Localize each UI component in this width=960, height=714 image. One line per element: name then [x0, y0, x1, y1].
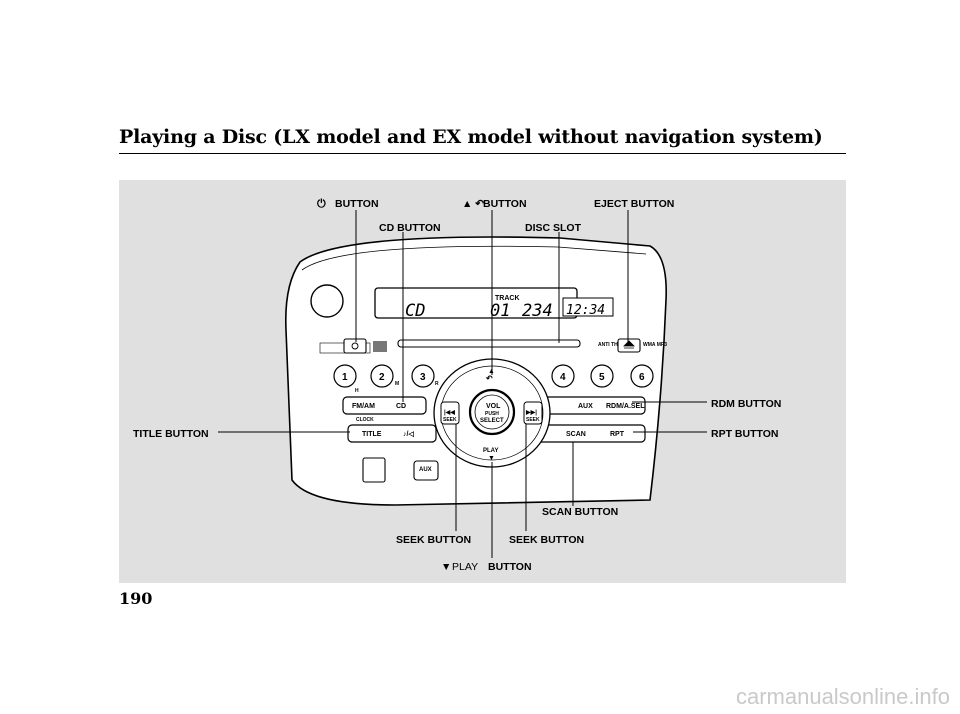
- aux-label: AUX: [578, 403, 593, 410]
- callout-rpt-button: RPT BUTTON: [711, 428, 778, 440]
- page-heading: Playing a Disc (LX model and EX model wi…: [119, 126, 823, 148]
- cd-label: CD: [396, 403, 406, 410]
- play-down-symbol: ▼: [441, 561, 451, 573]
- callout-cd-button: CD BUTTON: [379, 222, 441, 234]
- knob-push-label: PUSH: [485, 411, 499, 417]
- callout-return-button: BUTTON: [483, 198, 527, 210]
- return-up-icon: ▲: [488, 368, 495, 375]
- seek-left-icon: |◀◀: [444, 409, 455, 416]
- title-label: TITLE: [362, 431, 382, 438]
- power-button[interactable]: [343, 338, 367, 354]
- callout-eject-button: EJECT BUTTON: [594, 198, 674, 210]
- return-symbol: ▲ ↶: [462, 198, 485, 210]
- preset-mark-m: M: [395, 381, 399, 387]
- preset-3-label: 3: [420, 372, 426, 383]
- volume-knob-inner: [474, 394, 510, 430]
- preset-1-label: 1: [342, 372, 348, 383]
- preset-mark-r: R: [435, 381, 439, 387]
- scan-rpt-button-bar[interactable]: [535, 424, 646, 443]
- return-icon: ↶: [485, 374, 493, 383]
- preset-2-label: 2: [379, 372, 385, 383]
- cd-logo: [373, 341, 387, 352]
- knob-select-label: SELECT: [480, 418, 504, 424]
- callout-power-button: BUTTON: [335, 198, 379, 210]
- preset-5-label: 5: [599, 372, 605, 383]
- coin-slot: [362, 457, 386, 483]
- preset-3-button[interactable]: [411, 364, 435, 388]
- callout-disc-slot: DISC SLOT: [525, 222, 582, 234]
- preset-1-button[interactable]: [333, 364, 357, 388]
- anti-theft-label: ANTI THEFT: [598, 342, 627, 348]
- preset-mark-h: H: [355, 388, 359, 394]
- lcd-source: CD: [405, 301, 425, 321]
- preset-4-button[interactable]: [551, 364, 575, 388]
- play-down-icon: ▼: [488, 455, 495, 462]
- callout-play-button: BUTTON: [488, 561, 532, 573]
- callout-scan-button: SCAN BUTTON: [542, 506, 618, 518]
- top-left-knob[interactable]: [310, 284, 344, 318]
- callout-title-button: TITLE BUTTON: [133, 428, 209, 440]
- play-label: PLAY: [483, 448, 498, 454]
- aux-jack[interactable]: [413, 460, 439, 481]
- lcd-clock: 12:34: [566, 303, 605, 318]
- scan-label: SCAN: [566, 431, 586, 438]
- volume-knob[interactable]: [468, 388, 516, 436]
- title-button-bar[interactable]: [347, 424, 437, 443]
- seek-right-button[interactable]: [523, 401, 543, 425]
- rdm-a-sel-label: RDM/A.SEL: [606, 403, 645, 410]
- heading-rule: [119, 153, 846, 154]
- lcd-track: 01: [490, 301, 510, 321]
- preset-5-button[interactable]: [590, 364, 614, 388]
- seek-left-label: SEEK: [443, 417, 457, 423]
- fm-am-cd-button-bar[interactable]: [342, 396, 427, 415]
- wma-mp3-label: WMA MP3: [643, 342, 667, 348]
- callout-play-prefix: PLAY: [452, 561, 478, 573]
- seek-right-label: SEEK: [526, 417, 540, 423]
- preset-6-button[interactable]: [630, 364, 654, 388]
- lcd-track-label: TRACK: [495, 295, 520, 302]
- lcd-time: 234: [522, 301, 553, 321]
- seek-right-icon: ▶▶|: [525, 409, 537, 416]
- callout-seek-button-right: SEEK BUTTON: [509, 534, 584, 546]
- watermark: carmanualsonline.info: [735, 684, 950, 709]
- disc-slot: [397, 339, 581, 348]
- seek-left-button[interactable]: [440, 401, 460, 425]
- preset-6-label: 6: [639, 372, 645, 383]
- callout-rdm-button: RDM BUTTON: [711, 398, 781, 410]
- eject-icon: [623, 340, 635, 349]
- clock-window: [562, 297, 614, 317]
- fm-am-label: FM/AM: [352, 403, 375, 410]
- aux-jack-label: AUX: [419, 467, 432, 473]
- music-note-label: ♪/◁: [403, 431, 414, 438]
- clock-label: CLOCK: [356, 417, 374, 423]
- power-symbol: ⏻: [317, 197, 326, 210]
- preset-2-button[interactable]: [370, 364, 394, 388]
- rpt-label: RPT: [610, 431, 625, 438]
- page-number: 190: [119, 589, 153, 608]
- knob-vol-label: VOL: [486, 403, 501, 410]
- power-icon: [351, 342, 359, 350]
- callout-seek-button-left: SEEK BUTTON: [396, 534, 471, 546]
- preset-4-label: 4: [560, 372, 566, 383]
